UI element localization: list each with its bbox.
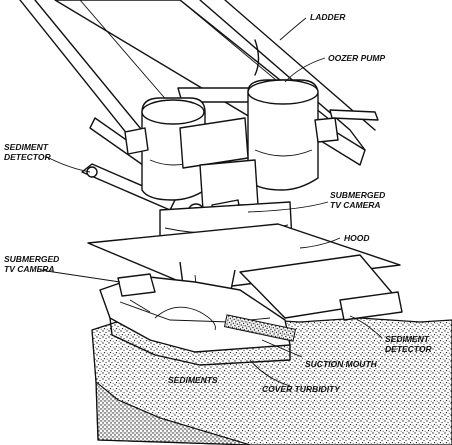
label-sediment-detector-right-1: SEDIMENT	[385, 334, 430, 344]
right-detector-arm	[239, 254, 403, 321]
label-sediment-detector-left-2: DETECTOR	[4, 152, 51, 162]
label-sediment-detector-left-1: SEDIMENT	[4, 142, 49, 152]
label-submerged-tv-camera-left-2: TV CAMERA	[4, 264, 55, 274]
suction-head	[99, 273, 297, 366]
diagram-labels: LADDER OOZER PUMP SEDIMENT DETECTOR SUBM…	[4, 12, 432, 394]
side-blocks	[124, 117, 339, 155]
label-oozer-pump: OOZER PUMP	[328, 53, 385, 63]
label-suction-mouth: SUCTION MOUTH	[305, 359, 378, 369]
label-submerged-tv-camera-right-2: TV CAMERA	[330, 200, 381, 210]
label-ladder: LADDER	[310, 12, 346, 22]
oozer-pump	[141, 79, 319, 211]
leader-lines	[39, 17, 383, 387]
label-submerged-tv-camera-right-1: SUBMERGED	[330, 190, 385, 200]
label-sediment-detector-right-2: DETECTOR	[385, 344, 432, 354]
label-cover-turbidity: COVER TURBIDITY	[262, 384, 341, 394]
label-sediments: SEDIMENTS	[168, 375, 218, 385]
label-hood: HOOD	[344, 233, 370, 243]
label-submerged-tv-camera-left-1: SUBMERGED	[4, 254, 59, 264]
